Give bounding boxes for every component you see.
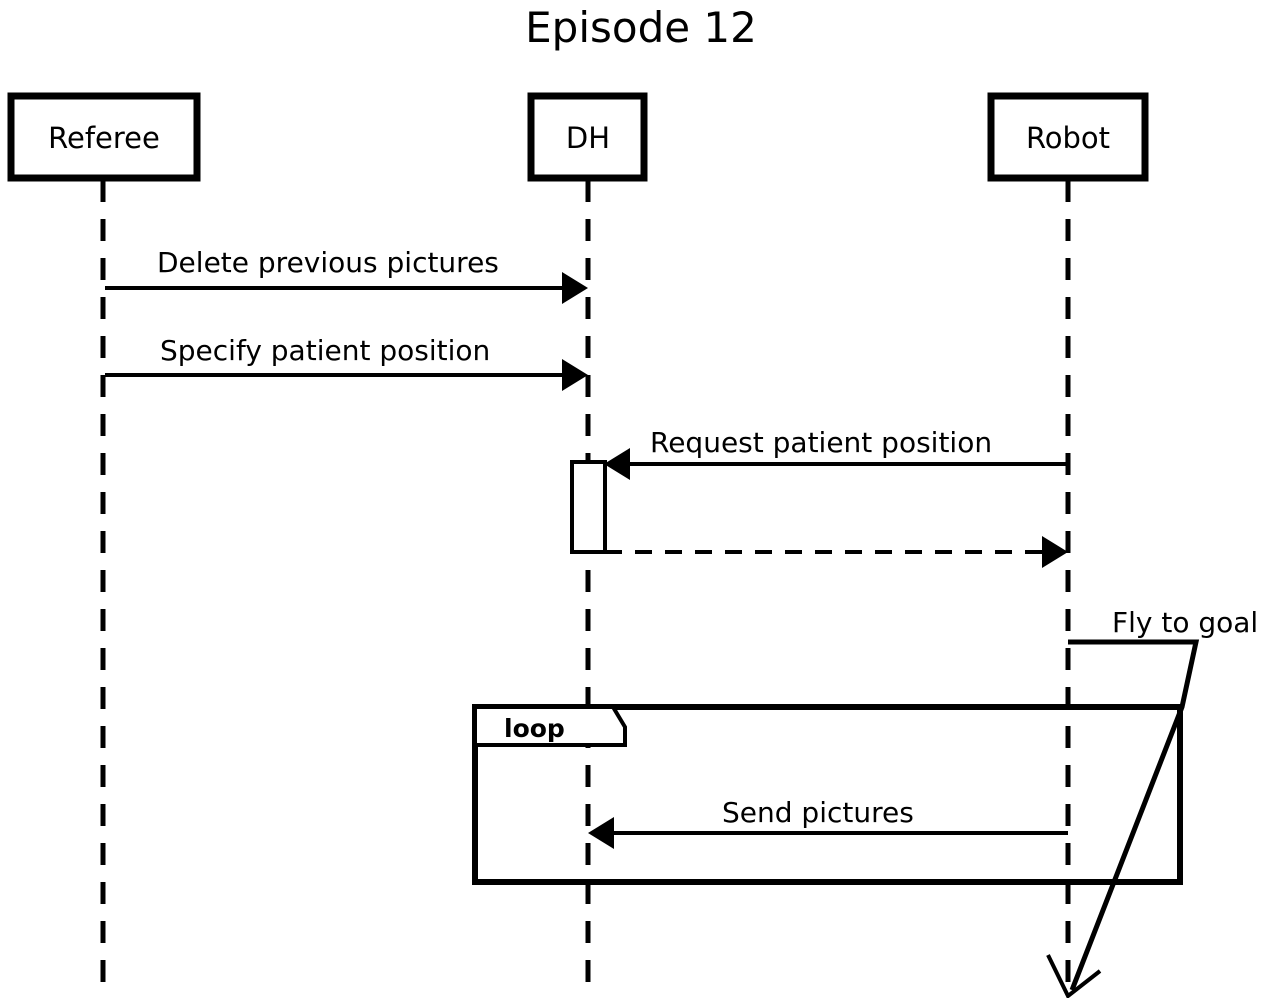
message-label-send-pictures: Send pictures (722, 796, 914, 829)
activation-bar-dh (570, 460, 607, 554)
message-send-pictures[interactable]: Send pictures (588, 796, 1068, 849)
fragment-loop-tab (473, 705, 627, 747)
participant-box-robot (987, 92, 1149, 182)
message-request-patient-position[interactable]: Request patient position (604, 426, 1068, 480)
arrowhead-filled-send-pictures (588, 817, 614, 849)
participant-referee[interactable]: Referee (7, 92, 201, 182)
participant-label-robot: Robot (1026, 121, 1110, 155)
participant-dh[interactable]: DH (527, 92, 648, 182)
participant-box-dh (527, 92, 648, 182)
fragment-loop-operator-label: loop (504, 714, 565, 743)
fragment-loop[interactable]: loop (472, 704, 1183, 885)
message-fly-to-goal[interactable]: Fly to goal (1046, 606, 1258, 998)
message-line-fly-to-goal (1068, 639, 1200, 991)
message-return-patient-position[interactable] (605, 536, 1068, 568)
participant-box-referee (7, 92, 201, 182)
diagram-title: Episode 12 (525, 3, 757, 52)
message-label-fly-to-goal: Fly to goal (1112, 606, 1258, 639)
message-specify-patient-position[interactable]: Specify patient position (105, 334, 588, 391)
message-label-specify-patient-position: Specify patient position (160, 334, 490, 367)
participant-label-referee: Referee (48, 121, 160, 155)
arrowhead-filled-return-patient-position (1042, 536, 1068, 568)
arrowhead-open-fly-to-goal (1046, 954, 1102, 998)
arrowhead-filled-specify-patient-position (562, 359, 588, 391)
arrowhead-filled-delete-previous-pictures (562, 272, 588, 304)
participant-label-dh: DH (566, 121, 610, 155)
message-label-delete-previous-pictures: Delete previous pictures (157, 246, 499, 279)
arrowhead-filled-request-patient-position (604, 448, 630, 480)
participant-robot[interactable]: Robot (987, 92, 1149, 182)
message-delete-previous-pictures[interactable]: Delete previous pictures (105, 246, 588, 304)
message-label-request-patient-position: Request patient position (650, 426, 992, 459)
fragment-loop-outline (472, 704, 1183, 885)
